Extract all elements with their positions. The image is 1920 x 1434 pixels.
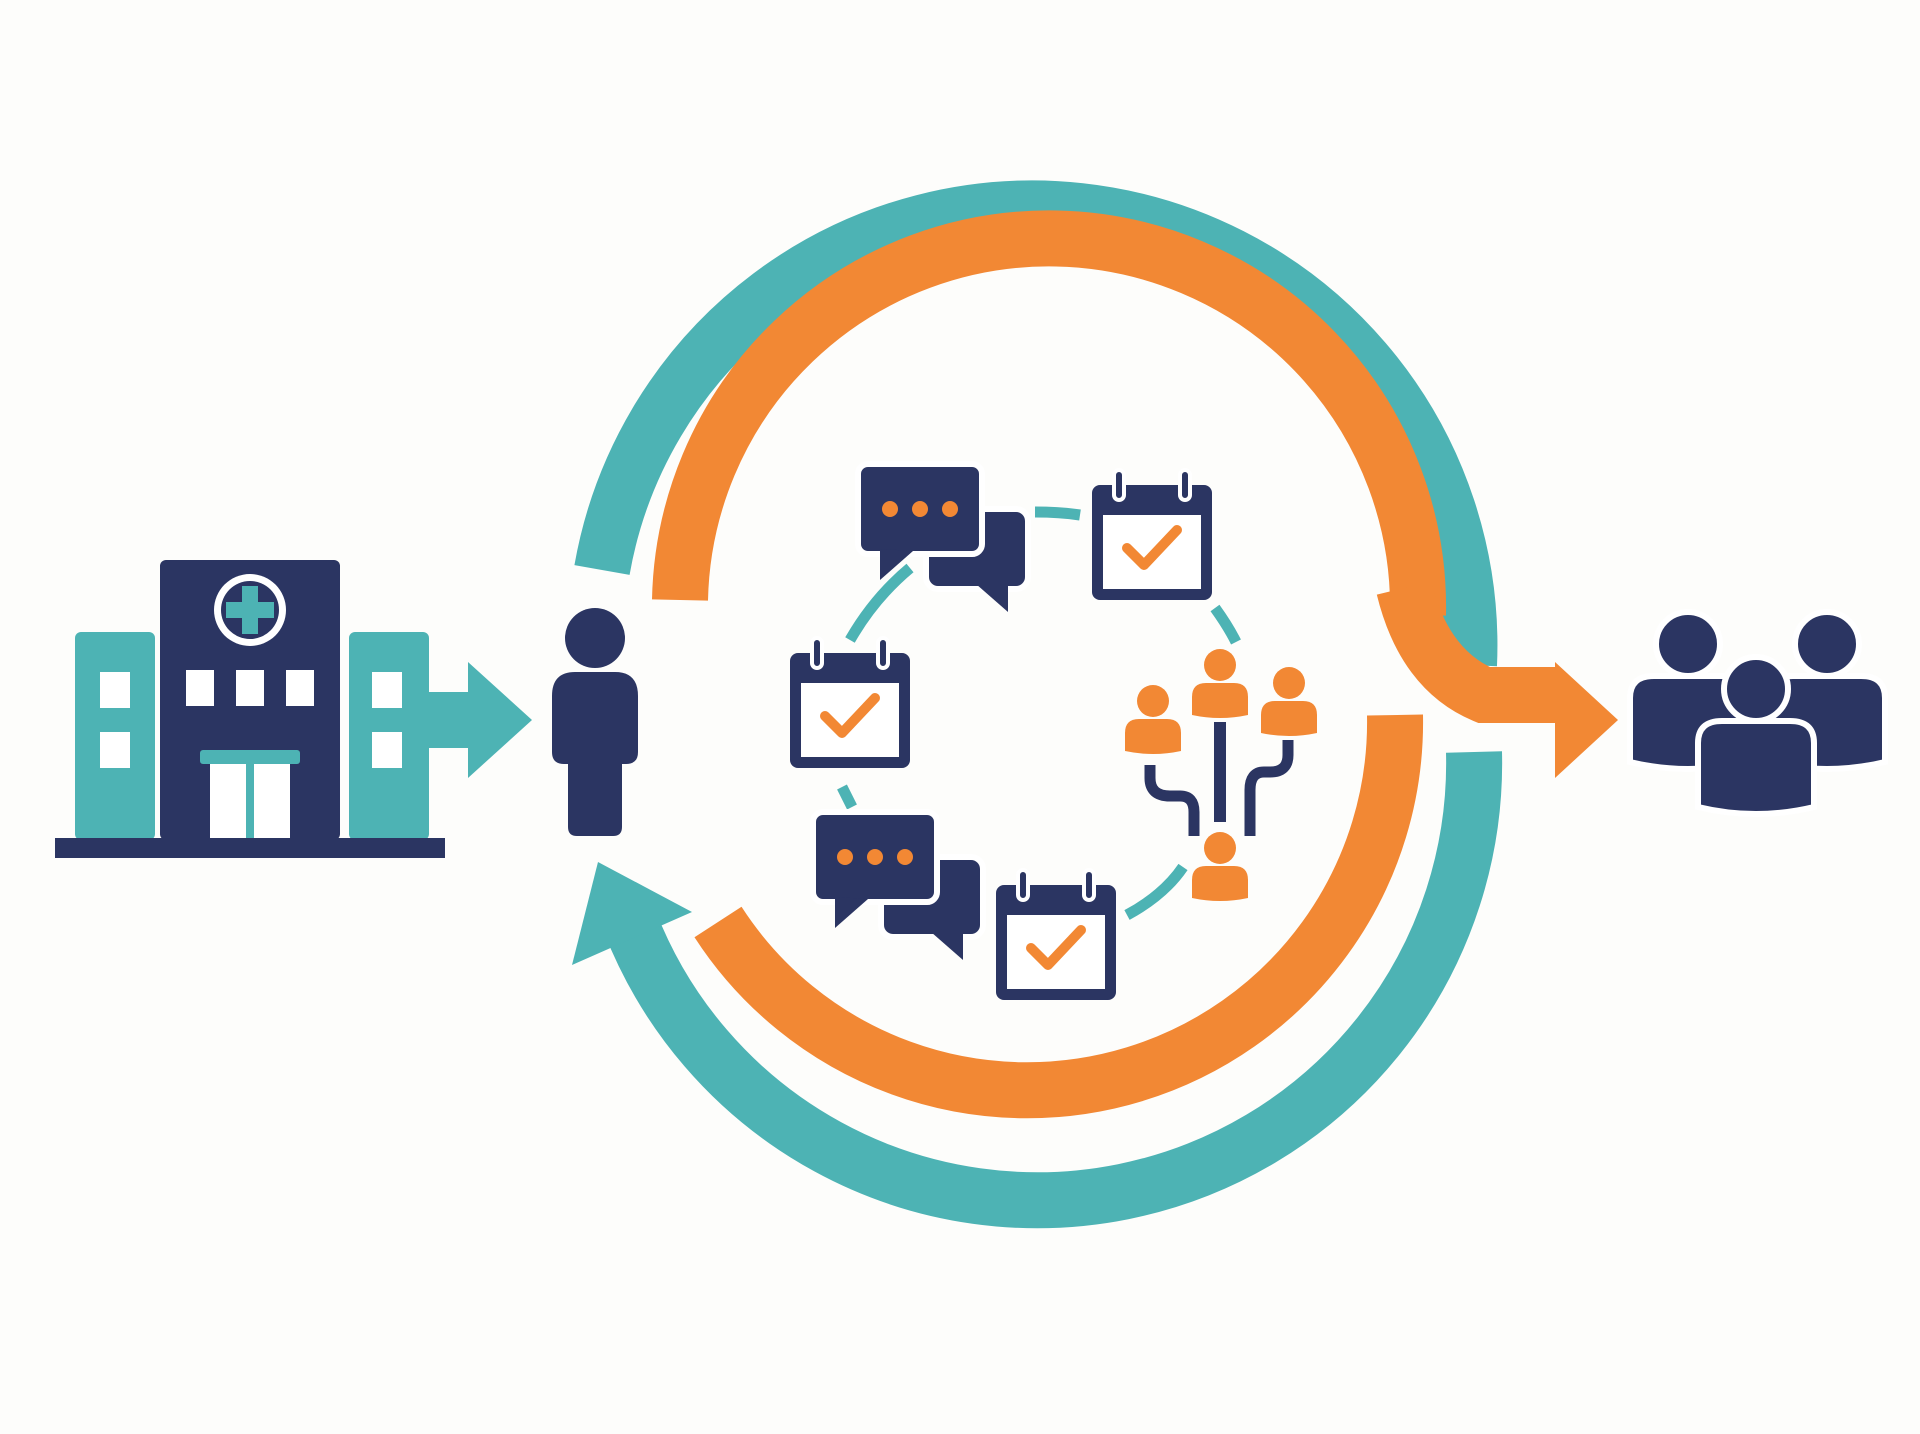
hospital-icon — [55, 560, 445, 858]
cycle-arrow-icon — [603, 751, 1503, 1229]
arrow-right-icon — [425, 662, 532, 778]
calendar-check-icon — [996, 870, 1116, 1000]
chat-bubbles-icon — [813, 812, 983, 960]
arrow-right-icon — [1555, 662, 1618, 778]
people-group-icon — [1630, 612, 1885, 814]
arrow-right-icon — [1376, 580, 1555, 723]
cycle-arrow-icon — [572, 862, 692, 965]
calendar-check-icon — [1092, 470, 1212, 600]
calendar-check-icon — [790, 638, 910, 768]
cycle-arrow-icon — [694, 714, 1424, 1119]
cycle-arrow-icon — [574, 180, 1498, 667]
team-icon — [1125, 649, 1317, 901]
cycle-arrow-icon — [652, 210, 1447, 616]
person-icon — [552, 608, 638, 836]
connector-lines — [837, 506, 1241, 920]
